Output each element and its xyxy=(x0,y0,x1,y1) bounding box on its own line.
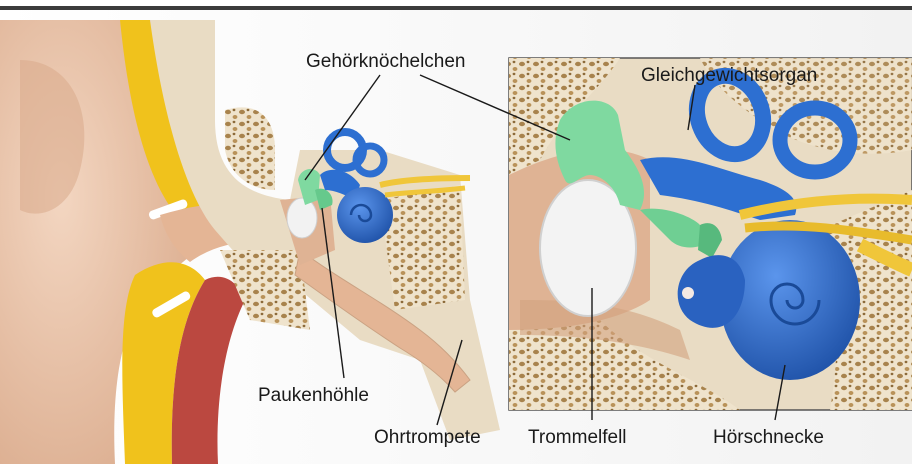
label-ohrtrompete: Ohrtrompete xyxy=(374,428,481,447)
label-paukenhoehle: Paukenhöhle xyxy=(258,386,369,405)
label-hoerschnecke: Hörschnecke xyxy=(713,428,824,447)
label-trommelfell: Trommelfell xyxy=(528,428,627,447)
zoom-panel xyxy=(509,58,912,410)
label-gehoerknoechelchen: Gehörknöchelchen xyxy=(306,52,466,71)
label-gleichgewichtsorgan: Gleichgewichtsorgan xyxy=(641,66,817,85)
